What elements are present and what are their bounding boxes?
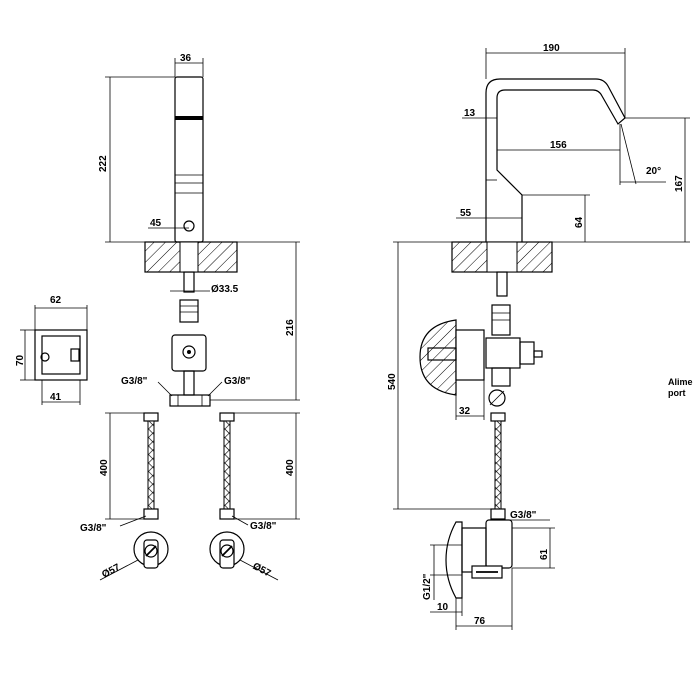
label-hose-left-thread: G3/8" [80,523,107,534]
side-note-line1: Alime [668,377,693,387]
dim-side-wall: 32 [459,406,471,417]
dim-side-reach: 190 [543,43,560,54]
dim-side-spout-offset: 13 [464,108,476,119]
valve-right [209,531,245,569]
dim-front-width-top: 36 [180,53,192,64]
dim-side-base-offset: 55 [460,208,472,219]
dim-valve-right-diameter: Ø57 [251,561,273,580]
tee-connector [169,394,211,407]
label-side-valve-thread: G1/2" [422,573,433,600]
faucet-band-front [175,116,203,120]
dim-under-length: 216 [285,319,296,336]
dim-side-base-height: 64 [574,216,585,228]
dim-side-valve-depth: 10 [437,602,449,613]
dim-side-spout-height: 167 [674,175,685,192]
valve-side [445,519,513,599]
dim-hose-left-length: 400 [99,459,110,476]
dim-front-diameter: Ø33.5 [211,284,239,295]
dim-hose-right-length: 400 [285,459,296,476]
hose-right [219,412,235,520]
mixer-block-side [485,337,521,369]
mounting-box [20,305,88,405]
dim-box-height: 70 [15,354,26,366]
dim-side-total: 540 [387,373,398,390]
faucet-body-front [174,76,204,243]
dim-side-angle: 20° [646,166,661,177]
hose-left [143,412,159,520]
wall-section [419,319,457,396]
dim-front-height: 222 [98,155,109,172]
shank-nut [179,299,199,323]
label-connector-left: G3/8" [121,376,148,387]
aerator-circle [183,220,195,232]
front-view: 36 222 45 Ø33.5 216 G3/8" G3/8" [15,53,300,581]
label-hose-right-thread: G3/8" [250,521,277,532]
dim-side-inner-reach: 156 [550,140,567,151]
dim-front-offset: 45 [150,218,162,229]
valve-left [133,531,169,569]
dim-side-valve-width: 76 [474,616,486,627]
side-view: 190 13 156 20° 167 55 64 540 32 [387,43,690,630]
dim-side-valve-height: 61 [539,548,550,560]
faucet-body-side [485,78,626,242]
label-side-thread-top: G3/8" [510,510,537,521]
side-note-line2: port [668,388,686,398]
label-connector-right: G3/8" [224,376,251,387]
dim-valve-left-diameter: Ø57 [100,562,122,581]
dim-box-bottom: 41 [50,392,62,403]
dim-box-width: 62 [50,295,62,306]
